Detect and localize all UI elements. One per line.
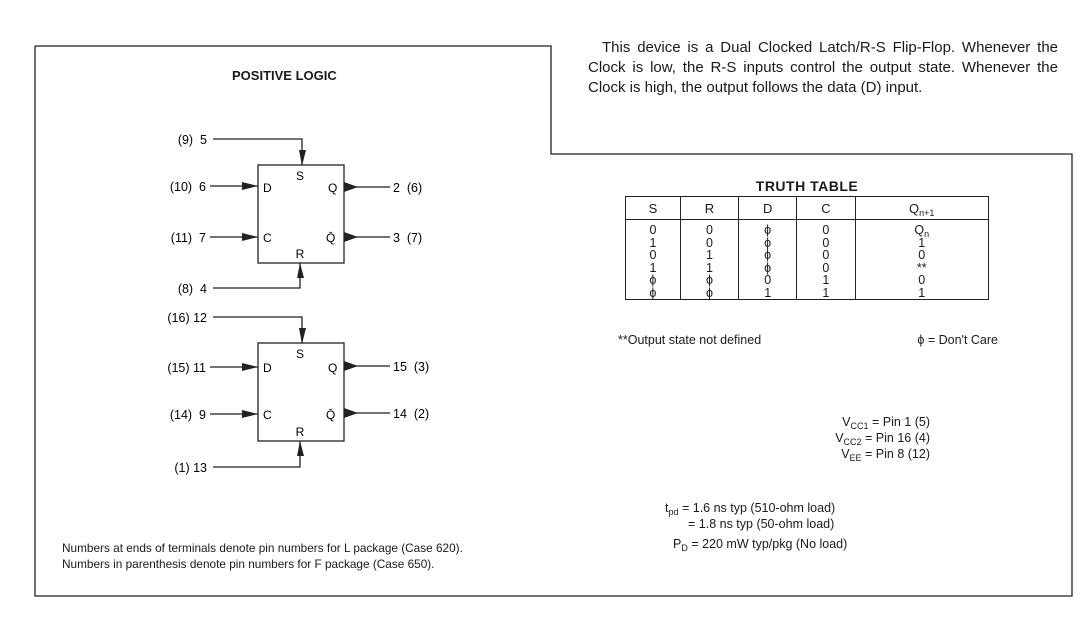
ff1-c-label: C (263, 231, 272, 245)
dont-care-note: ϕ = Don't Care (917, 333, 998, 347)
footnote-f-package: Numbers in parenthesis denote pin number… (62, 557, 435, 571)
ff1-pin-r: (8) 4 (178, 282, 207, 296)
header-c: C (796, 196, 856, 220)
ff1-pin-c: (11) 7 (171, 231, 206, 245)
header-r: R (679, 196, 740, 220)
ff2-r-label: R (296, 425, 305, 439)
ff2-pin-q: 15 (3) (393, 360, 429, 374)
ff1-pin-qbar: 3 (7) (393, 231, 422, 245)
truth-table-header: S R D C Qn+1 (625, 196, 989, 220)
frame-border (34, 45, 1073, 597)
header-q: Qn+1 (854, 196, 989, 220)
description-text: This device is a Dual Clocked Latch/R-S … (588, 39, 1058, 96)
ff2-s-label: S (296, 347, 304, 361)
ff2-d-label: D (263, 361, 272, 375)
timing-specs: tpd = 1.6 ns typ (510-ohm load) = 1.8 ns… (665, 500, 848, 553)
footnote-l-package: Numbers at ends of terminals denote pin … (62, 541, 463, 555)
supply-pins: VCC1 = Pin 1 (5) VCC2 = Pin 16 (4) VEE =… (730, 414, 930, 463)
vee-line: VEE = Pin 8 (12) (841, 447, 930, 463)
ff2-pin-c: (14) 9 (170, 408, 206, 422)
ff2-pin-r: (1) 13 (174, 461, 207, 475)
ff1-pin-d: (10) 6 (170, 180, 206, 194)
ff2-pin-d: (15) 11 (167, 361, 206, 375)
ff1-d-label: D (263, 181, 272, 195)
ff2-qbar-label: Q̄ (326, 408, 335, 422)
ff1-pin-s: (9) 5 (178, 133, 207, 147)
ff2-pin-qbar: 14 (2) (393, 407, 429, 421)
truth-table-title: TRUTH TABLE (755, 178, 859, 194)
diagram-title: POSITIVE LOGIC (232, 68, 337, 83)
ff1-qbar-label: Q̄ (326, 231, 335, 245)
footnotes: Numbers at ends of terminals denote pin … (62, 540, 463, 572)
ff2-q-label: Q (328, 361, 337, 375)
vcc2-line: VCC2 = Pin 16 (4) (835, 431, 930, 447)
ff1-q-label: Q (328, 181, 337, 195)
ff1-s-label: S (296, 169, 304, 183)
pd-line: PD = 220 mW typ/pkg (No load) (673, 537, 848, 553)
flipflop-2: S D Q C Q̄ R (16) 12 (15) 11 (14) 9 (1) … (167, 311, 429, 475)
header-s: S (625, 196, 681, 220)
tpd-line: tpd = 1.6 ns typ (510-ohm load) (665, 501, 836, 517)
undefined-note: **Output state not defined (618, 333, 762, 347)
flipflop-2-box (257, 342, 345, 442)
ff2-pin-s: (16) 12 (167, 311, 207, 325)
tpd-line-2: = 1.8 ns typ (50-ohm load) (688, 517, 835, 531)
ff1-pin-q: 2 (6) (393, 181, 422, 195)
header-d: D (738, 196, 798, 220)
ff2-c-label: C (263, 408, 272, 422)
ff1-r-label: R (296, 247, 305, 261)
flipflop-1-box (257, 164, 345, 264)
device-description: This device is a Dual Clocked Latch/R-S … (588, 38, 1058, 98)
vcc1-line: VCC1 = Pin 1 (5) (842, 415, 930, 431)
flipflop-1: S D Q C Q̄ R (9) 5 (10) 6 (11) 7 (8) 4 2… (170, 133, 422, 296)
